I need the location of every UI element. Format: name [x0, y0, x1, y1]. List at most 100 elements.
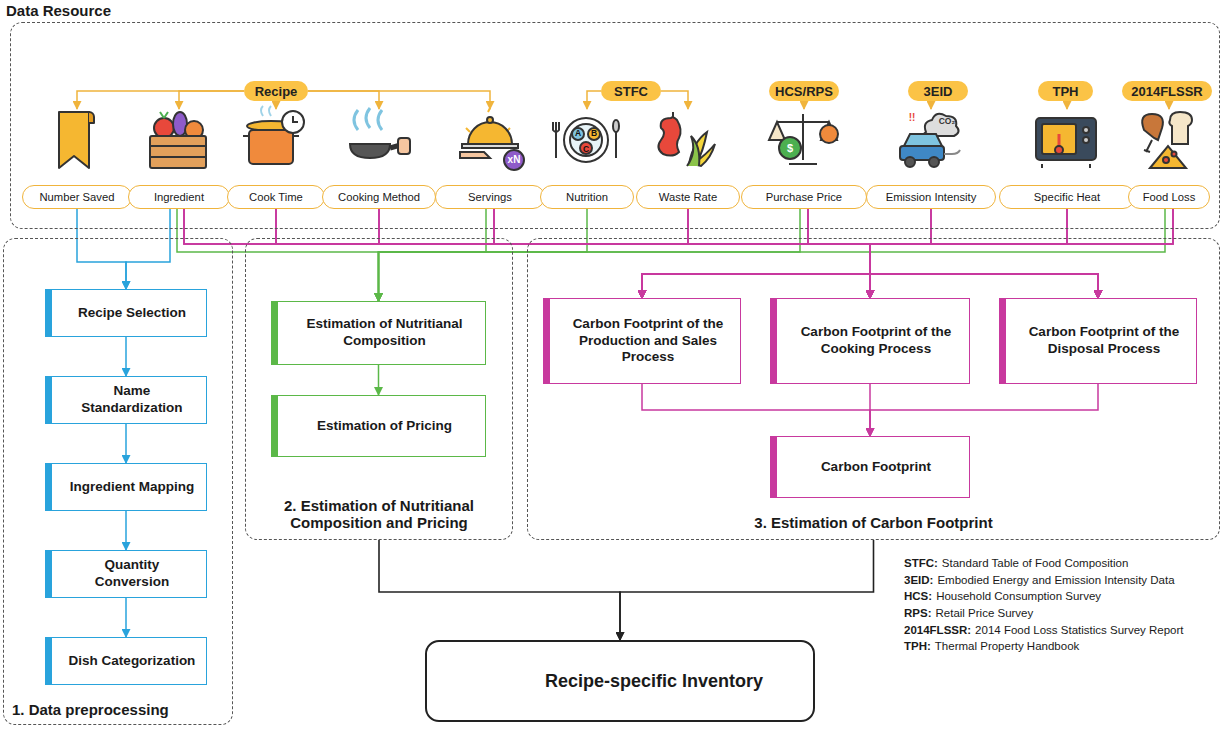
process-box: Estimation of Pricing: [271, 395, 486, 457]
process-box: Estimation of Nutritianal Composition: [271, 301, 486, 365]
connector: [125, 598, 127, 637]
cooking-method-icon: [350, 144, 390, 158]
nutrition-icon: [553, 122, 616, 158]
connector: [1168, 101, 1170, 109]
food-loss-icon: [1142, 112, 1192, 168]
node-label: Nutrition: [540, 185, 634, 209]
connector: [870, 209, 1067, 298]
stage-panel: 2. Estimation of Nutritianal Composition…: [245, 238, 513, 540]
panel-label: 2. Estimation of Nutritianal Composition…: [256, 497, 502, 531]
process-box: Name Standardization: [45, 376, 207, 424]
note-line: 3EID:Embodied Energy and Emission Intens…: [904, 572, 1220, 589]
food-loss-icon: [1172, 152, 1177, 157]
note-text: Embodied Energy and Emission Intensity D…: [937, 574, 1174, 586]
note-key: RPS:: [904, 607, 931, 619]
note-text: 2014 Food Loss Statistics Survey Report: [975, 624, 1183, 636]
node-label: Number Saved: [22, 185, 132, 209]
note-text: Thermal Property Handbook: [935, 640, 1079, 652]
servings-icon: [504, 150, 524, 170]
cooking-method-icon: [350, 108, 410, 158]
connector: [808, 209, 870, 298]
node-label: TPH: [1053, 84, 1079, 99]
output-box: Recipe-specific Inventory: [425, 640, 815, 722]
note-key: HCS:: [904, 590, 932, 602]
specific-heat-icon: [1036, 118, 1096, 160]
stage-panel: 1. Data preprocessingRecipe SelectionNam…: [3, 238, 233, 725]
connector: [870, 209, 1098, 298]
connector: [379, 209, 870, 298]
icon-text: B: [591, 129, 597, 138]
purchase-price-icon: [820, 125, 838, 143]
connector: [1066, 101, 1068, 109]
connector: [803, 101, 805, 109]
bookmark-icon: [59, 112, 94, 168]
specific-heat-icon: [1042, 124, 1076, 154]
connector: [661, 91, 688, 109]
node-label: Specific Heat: [999, 185, 1135, 209]
cook-time-icon: [293, 116, 298, 122]
data-field: Waste Rate: [636, 109, 740, 209]
region-title: Data Resource: [6, 2, 111, 19]
note-text: Standard Table of Food Composition: [942, 557, 1128, 569]
node-label: 3EID: [924, 84, 953, 99]
note-line: RPS: Retail Price Survey: [904, 605, 1220, 622]
connector: [688, 209, 870, 298]
ingredient-icon: [150, 112, 206, 168]
node-label: HCS/RPS: [775, 84, 833, 99]
connector: [379, 209, 588, 301]
process-box: Dish Categorization: [45, 637, 207, 685]
node-label: Recipe-specific Inventory: [545, 671, 763, 692]
connector: [276, 209, 870, 298]
icon-text: !!: [909, 113, 916, 123]
note-key: TPH:: [904, 640, 931, 652]
nutrition-icon: [564, 118, 608, 162]
node-label: Carbon Footprint of the Disposal Process: [1020, 324, 1188, 358]
source-tag: 3EID: [908, 81, 968, 101]
connector: [275, 101, 277, 109]
specific-heat-icon: [1055, 146, 1063, 154]
source-tag: TPH: [1038, 81, 1093, 101]
nutrition-icon: [572, 128, 584, 140]
nutrition-icon: [613, 120, 619, 132]
cook-time-icon: [261, 106, 271, 116]
connector: [378, 365, 380, 395]
data-field: Number Saved: [22, 109, 132, 209]
process-box: Carbon Footprint of the Disposal Process: [999, 298, 1197, 384]
connector: [379, 209, 1166, 301]
process-box: Carbon Footprint of the Cooking Process: [770, 298, 970, 384]
data-field: Specific Heat: [999, 109, 1135, 209]
note-line: HCS:Household Consumption Survey: [904, 588, 1220, 605]
connector: [494, 209, 870, 298]
node-label: Emission Intensity: [866, 185, 996, 209]
node-label: Carbon Footprint of the Cooking Process: [791, 324, 961, 358]
node-label: Recipe: [255, 84, 298, 99]
connector: [77, 91, 244, 109]
connector: [870, 384, 1098, 436]
connector: [642, 209, 870, 298]
servings-icon: [487, 117, 493, 123]
icon-text: $: [787, 143, 793, 154]
node-label: Dish Categorization: [69, 653, 196, 670]
node-label: Carbon Footprint of the Production and S…: [564, 316, 732, 367]
panel-label: 1. Data preprocessing: [12, 701, 169, 718]
data-field: Food Loss: [1128, 109, 1210, 209]
data-field: Nutrition: [540, 109, 634, 209]
food-loss-icon: [1163, 157, 1169, 163]
node-label: Name Standardization: [66, 383, 198, 417]
waste-icon: [672, 112, 674, 118]
note-text: Retail Price Survey: [935, 607, 1033, 619]
node-label: STFC: [614, 84, 648, 99]
data-field: Emission Intensity: [866, 109, 996, 209]
specific-heat-icon: [1036, 118, 1096, 168]
note-line: 2014FLSSR:2014 Food Loss Statistics Surv…: [904, 622, 1220, 639]
food-loss-icon: [1169, 112, 1192, 144]
node-label: Food Loss: [1128, 185, 1210, 209]
connector: [688, 209, 1098, 298]
connector: [125, 511, 127, 550]
connector: [177, 209, 379, 301]
servings-icon: [462, 144, 518, 148]
cooking-method-icon: [398, 138, 410, 154]
purchase-price-icon: [779, 137, 801, 159]
node-label: Ingredient: [128, 185, 230, 209]
waste-icon: [687, 136, 699, 166]
